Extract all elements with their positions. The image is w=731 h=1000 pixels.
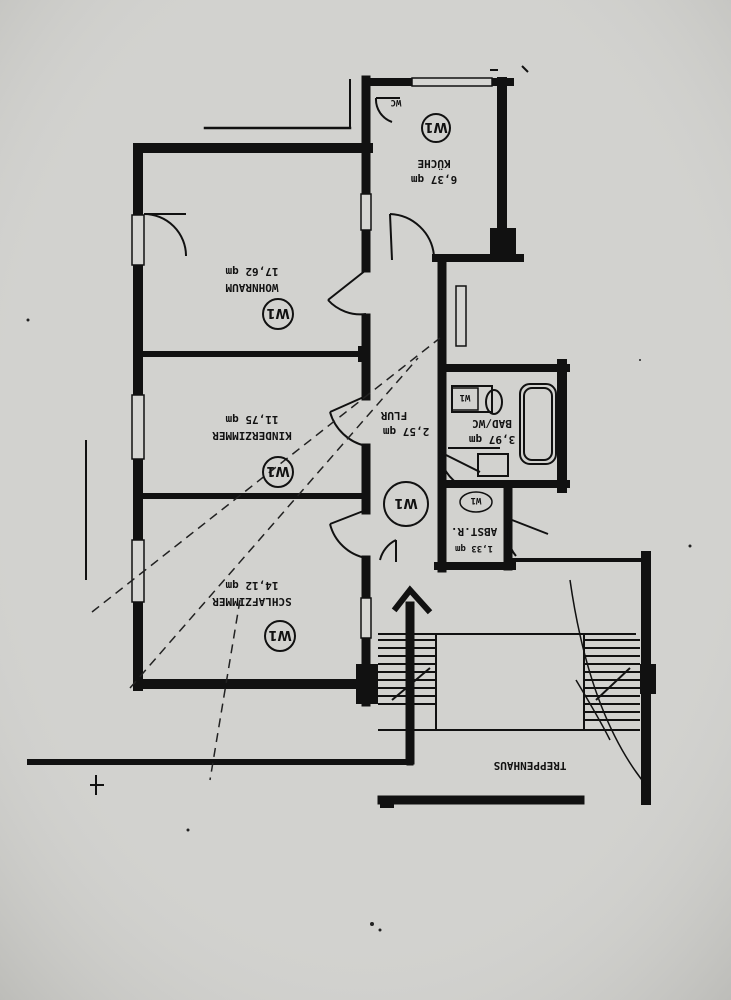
marker-label: W1 xyxy=(268,627,291,642)
room-area: 6,37 qm xyxy=(410,173,457,186)
marker-bad-wc: W1 xyxy=(451,387,479,411)
pillars xyxy=(356,228,656,808)
room-treppenhaus: TREPPENHAUS xyxy=(494,759,567,772)
room-area: 3,97 qm xyxy=(468,433,515,446)
room-kinderzimmer: KINDERZIMMER 11,75 qm xyxy=(212,413,292,442)
room-bad-wc: 3,97 qm BAD/WC xyxy=(468,417,515,446)
room-area: 1,33 qm xyxy=(454,543,493,553)
room-name: KÜCHE xyxy=(417,157,450,171)
marker-label: W1 xyxy=(460,392,471,402)
marker-flur: W1 xyxy=(383,481,429,527)
marker-label: W1 xyxy=(266,463,289,478)
room-name: KINDERZIMMER xyxy=(212,429,292,442)
room-name: ABST.R. xyxy=(451,525,497,538)
room-name: TREPPENHAUS xyxy=(494,759,567,772)
marker-label: W1 xyxy=(424,119,447,134)
room-schlafzimmer: SCHLAFZIMMER 14,12 qm xyxy=(212,579,292,608)
room-area: 14,12 qm xyxy=(225,579,278,592)
marker-wohnraum: W1 xyxy=(262,298,294,330)
room-name: WOHNRAUM xyxy=(225,281,278,294)
room-kueche: 6,37 qm KÜCHE xyxy=(410,157,457,186)
specks xyxy=(26,318,692,932)
room-abstellraum: 1,33 qm ABST.R. xyxy=(451,525,497,553)
room-area: 17,62 qm xyxy=(225,265,278,278)
dashed-lines xyxy=(91,337,441,781)
marker-abstellraum: W1 xyxy=(459,491,493,513)
room-wohnraum: WOHNRAUM 17,62 qm xyxy=(225,265,278,294)
marker-kinderzimmer: W1 xyxy=(262,456,294,488)
marker-schlafzimmer: W1 xyxy=(264,620,296,652)
marker-label: W1 xyxy=(394,495,417,510)
marker-label: W1 xyxy=(266,305,289,320)
room-flur: 2,57 qm FLUR xyxy=(380,409,429,438)
room-area: 2,57 qm xyxy=(382,425,429,438)
room-area: 11,75 qm xyxy=(225,413,278,426)
marker-label: W1 xyxy=(471,495,482,505)
room-name: FLUR xyxy=(380,409,407,422)
doors xyxy=(143,97,549,562)
marker-kueche: W1 xyxy=(421,113,451,143)
wc-label: WC xyxy=(391,97,402,107)
entry-arrow-icon xyxy=(391,585,433,765)
room-name: BAD/WC xyxy=(472,417,512,430)
marks xyxy=(85,65,529,795)
room-name: SCHLAFZIMMER xyxy=(212,595,292,608)
